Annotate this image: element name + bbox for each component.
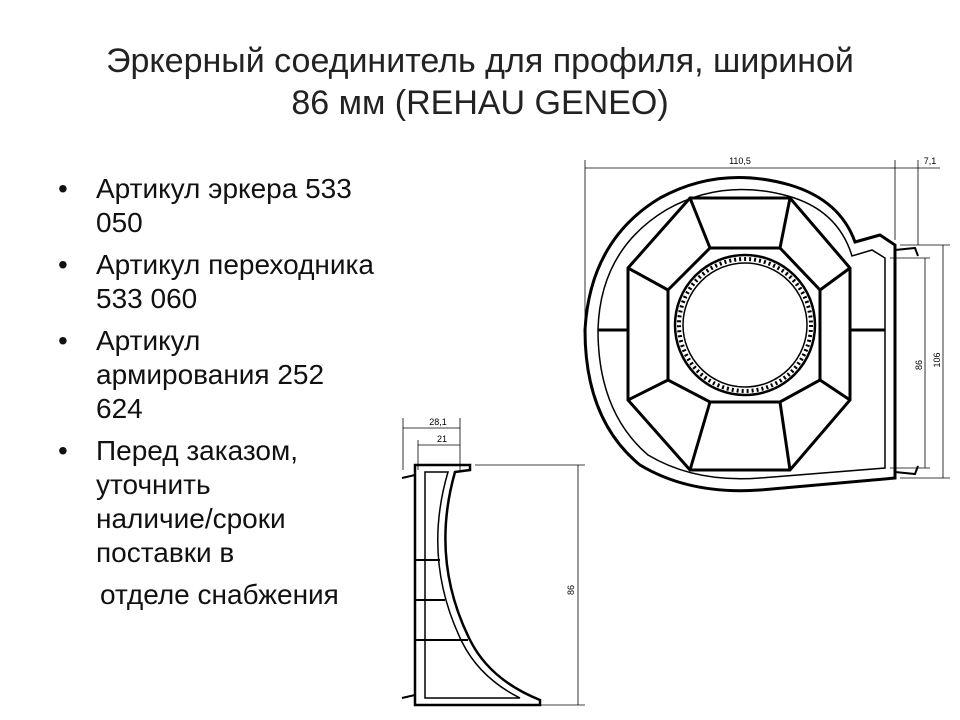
dimension-label: 21 [437,434,447,444]
dimension-label: 28,1 [429,417,447,427]
dimension-label: 86 [914,360,924,370]
bay-connector-drawing [583,176,919,493]
bullet-text: 624 [96,393,143,424]
bullet-item: • Артикул переходника 533 060 [52,248,422,316]
bullet-text: уточнить [96,469,211,500]
adapter-profile-dimensions [402,418,585,706]
bullet-item: • Перед заказом, уточнить наличие/сроки … [52,434,422,570]
dimension-label: 7,1 [924,156,937,166]
bullet-item: • Артикул армирования 252 624 [52,324,422,426]
adapter-profile-drawing [401,463,542,707]
slide-title: Эркерный соединитель для профиля, ширино… [0,40,960,124]
bullet-tail: отделе снабжения [100,579,339,610]
bullet-dot-icon: • [58,435,68,466]
bullet-text: наличие/сроки [96,503,286,534]
title-line-2: 86 мм (REHAU GENEO) [291,84,669,122]
bullet-text: Перед заказом, [96,435,299,466]
bay-connector-dimensions [584,160,950,479]
bullet-text: Артикул эркера 533 [96,173,352,204]
dimension-label: 110,5 [729,156,751,166]
bullet-item: • Артикул эркера 533 050 [52,172,422,240]
bullet-text: Артикул переходника [96,249,374,280]
bullet-text: 050 [96,207,143,238]
bullet-dot-icon: • [58,173,68,204]
title-line-1: Эркерный соединитель для профиля, ширино… [106,42,854,80]
bullet-text: 533 060 [96,283,198,314]
bullet-text: армирования 252 [96,359,325,390]
bullet-dot-icon: • [58,325,68,356]
dimension-label: 106 [932,352,942,367]
dimension-label: 86 [566,585,576,595]
bullet-text: Артикул [96,325,201,356]
bullet-list: • Артикул эркера 533 050 • Артикул перех… [52,172,422,620]
bullet-dot-icon: • [58,249,68,280]
bullet-text: поставки в [96,537,235,568]
